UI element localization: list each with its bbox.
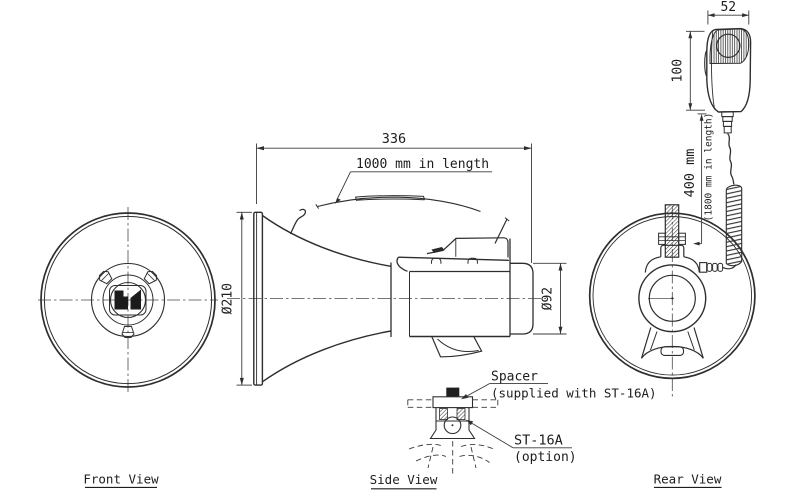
body-diameter-value: Ø92: [541, 287, 556, 310]
callout-spacer: Spacer (supplied with ST-16A): [461, 370, 657, 401]
dimension-mic-width: 52: [707, 0, 750, 25]
bracket-knob: [443, 416, 462, 435]
rear-cap: [510, 262, 534, 335]
front-clip-bottom: [121, 326, 135, 338]
strap-front-hook: [289, 208, 306, 235]
trigger-grip: [431, 336, 483, 358]
microphone: [704, 27, 752, 185]
front-bell-rim-outer: [40, 212, 216, 388]
callout-st16a: ST-16A (option): [466, 419, 577, 465]
st16a-note: (option): [514, 450, 577, 465]
front-driver-circle: [102, 274, 154, 326]
front-clip-top-right: [143, 270, 158, 285]
spacer-note: (supplied with ST-16A): [491, 386, 657, 401]
rear-view-label: Rear View: [654, 472, 722, 487]
handle-top: [398, 256, 510, 261]
bracket-body: [429, 407, 476, 440]
coiled-cord: [699, 184, 743, 273]
dimension-bell-diameter: Ø210: [221, 211, 252, 386]
mic-cord-note-value: (1800 mm in length): [703, 113, 714, 222]
rear-cap-outer: [638, 264, 707, 333]
mic-ptt-switch: [704, 50, 708, 77]
mic-width-value: 52: [720, 0, 736, 15]
strap-slot-rear: [467, 257, 478, 264]
bell-front-rim: [253, 211, 264, 386]
side-horn-outline: [253, 211, 534, 386]
toa-logo-left-mark: [114, 290, 128, 310]
side-view-label: Side View: [370, 472, 438, 487]
dimension-body-diameter: Ø92: [533, 262, 567, 335]
st16a-label: ST-16A: [514, 433, 563, 449]
front-logo-ring: [109, 281, 147, 319]
rear-plate-tab: [660, 346, 685, 356]
toa-logo-right-mark: [130, 289, 141, 310]
dimension-mic-cord: 400 mm (1800 mm in length): [682, 113, 714, 246]
front-throat-circle: [90, 262, 166, 338]
mic-cord-length-value: 400 mm: [682, 149, 698, 198]
cord-connector: [699, 262, 708, 273]
front-view-label: Front View: [83, 472, 159, 487]
strap-rear-rod: [494, 218, 508, 244]
strap-slot-front: [431, 257, 442, 264]
side-view: 336 1000 mm in length: [221, 131, 657, 490]
bell-diameter-value: Ø210: [221, 283, 236, 314]
overall-length-value: 336: [382, 131, 406, 147]
spacer-base: [432, 396, 474, 409]
spacer-label: Spacer: [491, 370, 538, 385]
mic-grille-circle: [716, 33, 741, 58]
rear-mounting-plate: [640, 244, 704, 359]
st16a-bracket-assembly: [407, 387, 499, 477]
mic-height-value: 100: [670, 59, 685, 82]
front-view: Front View: [38, 207, 218, 488]
mic-strain-relief: [723, 125, 732, 134]
mounting-stud: [658, 204, 686, 258]
dimension-mic-height: 100: [670, 30, 705, 111]
dimension-overall-length: 336: [256, 131, 532, 263]
front-bell-rim-inner: [43, 215, 213, 385]
shoulder-strap: [289, 195, 510, 244]
callout-strap-length: 1000 mm in length: [334, 157, 492, 204]
handle-lip-wedge: [431, 247, 445, 253]
spacer-block: [446, 387, 460, 397]
front-clip-top-left: [98, 270, 113, 285]
rear-view: 52 100 400 mm (1800 mm in length) Rear V…: [588, 0, 756, 488]
mic-body: [706, 27, 752, 113]
strap-length-text: 1000 mm in length: [356, 157, 489, 172]
mic-cord: [727, 133, 735, 185]
